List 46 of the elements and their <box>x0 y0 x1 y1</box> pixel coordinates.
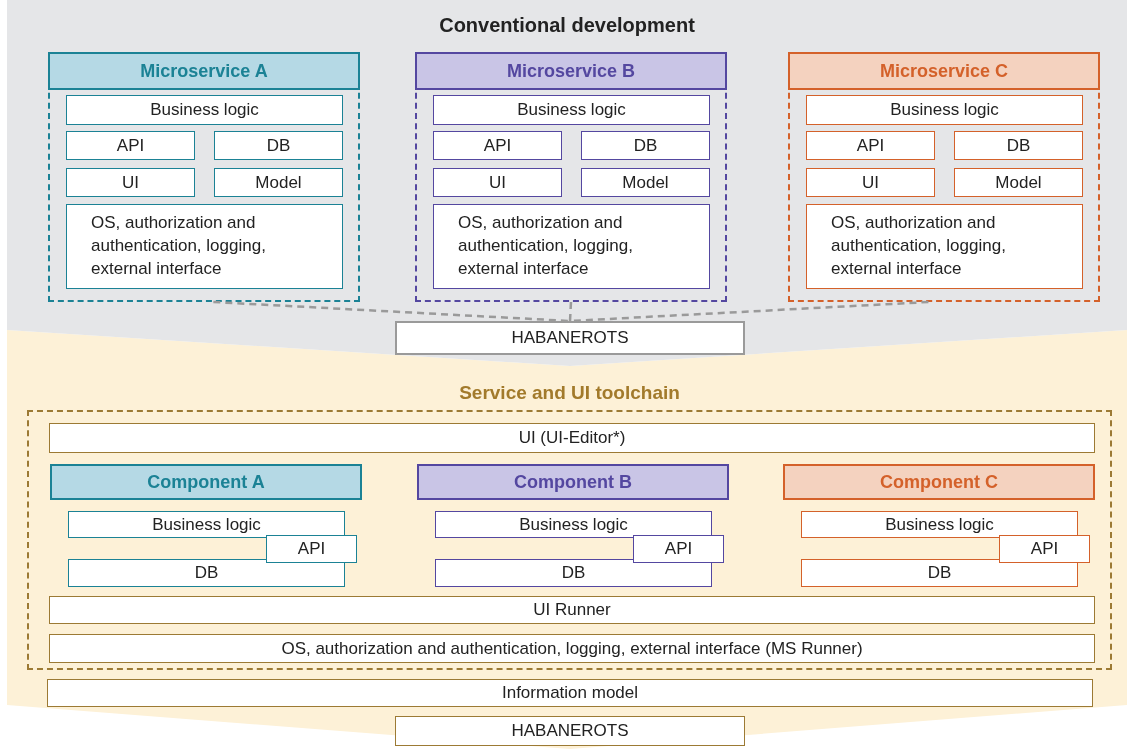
connector-line <box>213 300 571 323</box>
connector-line <box>568 301 573 322</box>
layer-box: HABANEROTS <box>395 321 745 355</box>
layer-box: UI <box>806 168 935 197</box>
layer-box: API <box>633 535 724 563</box>
layer-box: HABANEROTS <box>395 716 745 746</box>
component-header: Component A <box>50 464 362 500</box>
section-title: Conventional development <box>438 14 696 37</box>
layer-box: Information model <box>47 679 1093 707</box>
layer-box: Business logic <box>435 511 712 538</box>
component-header: Component C <box>783 464 1095 500</box>
layer-box: Model <box>581 168 710 197</box>
layer-box: UI <box>433 168 562 197</box>
component-header: Component B <box>417 464 729 500</box>
layer-box: Business logic <box>66 95 343 125</box>
microservice-frame <box>48 52 360 302</box>
layer-box: UI (UI-Editor*) <box>49 423 1095 453</box>
microservice-header: Microservice C <box>788 52 1100 90</box>
layer-box: OS, authorization and authentication, logging, external interface <box>433 204 710 289</box>
microservice-header: Microservice A <box>48 52 360 90</box>
layer-box: API <box>266 535 357 563</box>
layer-box: DB <box>68 559 345 587</box>
layer-box: DB <box>214 131 343 160</box>
layer-box: API <box>66 131 195 160</box>
layer-box: DB <box>954 131 1083 160</box>
layer-box: DB <box>435 559 712 587</box>
microservice-frame <box>788 52 1100 302</box>
layer-box: API <box>806 131 935 160</box>
layer-box: UI <box>66 168 195 197</box>
layer-box: API <box>999 535 1090 563</box>
layer-box: OS, authorization and authentication, logging, external interface <box>806 204 1083 289</box>
layer-box: Business logic <box>433 95 710 125</box>
layer-box: API <box>433 131 562 160</box>
microservice-header: Microservice B <box>415 52 727 90</box>
layer-box: OS, authorization and authentication, logging, external interface <box>66 204 343 289</box>
layer-box: Business logic <box>68 511 345 538</box>
layer-box: Business logic <box>801 511 1078 538</box>
layer-box: OS, authorization and authentication, logging, external interface (MS Runner) <box>49 634 1095 663</box>
layer-box: Model <box>954 168 1083 197</box>
section-title: Service and UI toolchain <box>458 382 681 404</box>
layer-box: DB <box>581 131 710 160</box>
layer-box: Business logic <box>806 95 1083 125</box>
microservice-frame <box>415 52 727 302</box>
layer-box: Model <box>214 168 343 197</box>
layer-box: UI Runner <box>49 596 1095 624</box>
layer-box: DB <box>801 559 1078 587</box>
